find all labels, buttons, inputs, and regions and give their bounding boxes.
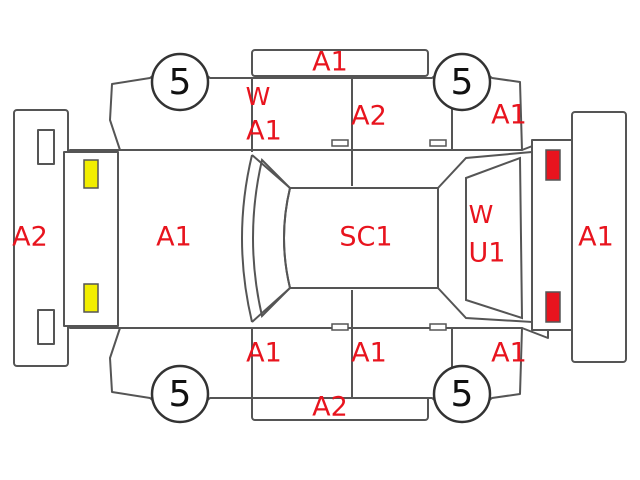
code-rear-left-quarter: A1: [491, 100, 527, 131]
rear-window-inner: [465, 156, 524, 320]
front-bumper-slot-bottom: [37, 309, 55, 345]
upper-door-handle-1: [331, 139, 349, 147]
code-front-bumper: A2: [12, 222, 48, 253]
code-rear-window-w: W: [469, 200, 494, 229]
code-rear-left-door: A2: [351, 101, 387, 132]
wheel-rear-left: [432, 52, 492, 112]
code-roof: SC1: [339, 222, 392, 253]
front-lamp-bottom: [83, 283, 99, 313]
front-lamp-top: [83, 159, 99, 189]
code-bottom-rocker: A2: [312, 392, 348, 423]
lower-door-handle-1: [331, 323, 349, 331]
wheel-front-left: [150, 52, 210, 112]
front-bumper-slot-top: [37, 129, 55, 165]
wheel-front-right-number: 5: [169, 374, 192, 415]
wheel-front-left-number: 5: [169, 62, 192, 103]
code-front-right-fender: A1: [246, 338, 282, 369]
code-hood: A1: [156, 222, 192, 253]
code-windshield-w: W: [246, 82, 271, 111]
wheel-rear-right: [432, 364, 492, 424]
code-front-left-fender: A1: [246, 116, 282, 147]
wheel-rear-left-number: 5: [451, 62, 474, 103]
code-rear-right-quarter: A1: [491, 338, 527, 369]
wheel-rear-right-number: 5: [451, 374, 474, 415]
roof-a-pillar-bottom: [251, 287, 291, 323]
wheel-front-right: [150, 364, 210, 424]
roof-outline: [283, 187, 439, 289]
windshield-outline: [241, 154, 253, 323]
code-front-right-door: A1: [351, 338, 387, 369]
top-rocker-panel: [251, 49, 429, 77]
code-rear-window-u: U1: [469, 238, 506, 269]
code-top-rocker: A1: [312, 47, 348, 78]
lower-door-handle-2: [429, 323, 447, 331]
rear-lamp-top: [545, 149, 561, 181]
roof-a-pillar-top: [251, 154, 291, 189]
upper-door-handle-2: [429, 139, 447, 147]
code-rear-bumper: A1: [578, 222, 614, 253]
rear-lamp-bottom: [545, 291, 561, 323]
